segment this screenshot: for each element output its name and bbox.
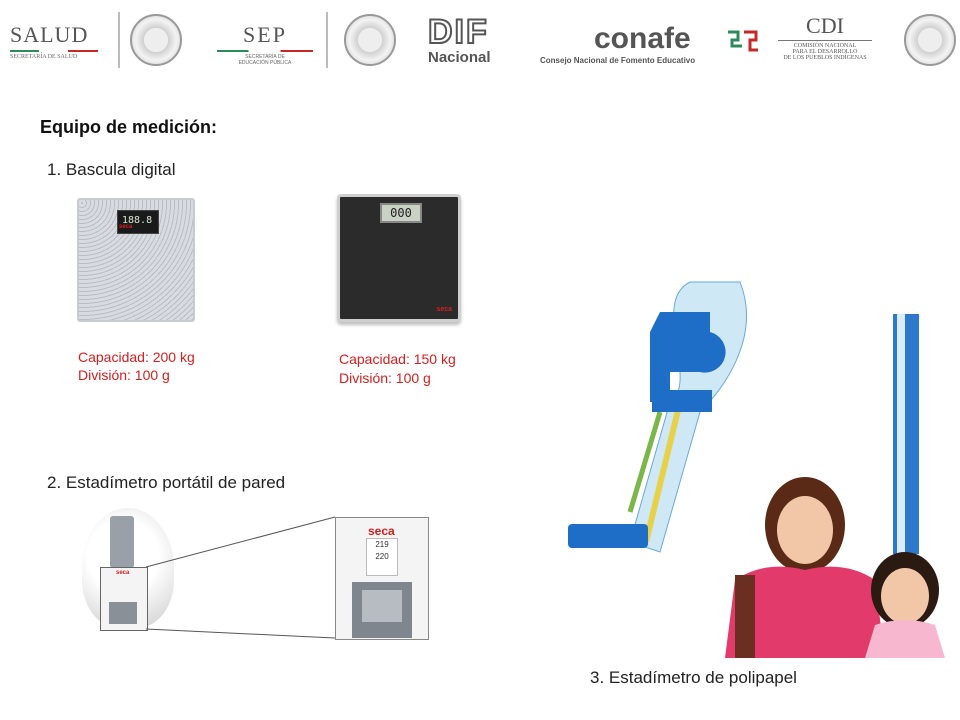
scale-display-value: 188.8 bbox=[122, 215, 153, 226]
sep-logo-stripe bbox=[217, 50, 313, 52]
stadiometer-headpiece bbox=[352, 582, 412, 638]
salud-logo-stripe bbox=[10, 50, 98, 52]
section-heading-1: 1. Bascula digital bbox=[47, 160, 176, 179]
digital-scale-black: 000 seca bbox=[337, 194, 461, 322]
cdi-logo: CDI COMISIÓN NACIONAL PARA EL DESARROLLO… bbox=[778, 14, 872, 70]
stadiometer-zoom-frame: seca bbox=[100, 567, 148, 631]
dif-logo: DIF Nacional bbox=[427, 13, 508, 70]
salud-logo-name: SALUD bbox=[10, 22, 89, 47]
sep-logo-sub2: EDUCACIÓN PÚBLICA bbox=[238, 60, 292, 66]
cdi-logo-sub3: DE LOS PUEBLOS INDÍGENAS bbox=[783, 55, 867, 61]
kids-photo bbox=[725, 230, 953, 658]
stadiometer-detail: seca 219 220 bbox=[335, 517, 429, 640]
cdi-mark-icon bbox=[726, 28, 760, 54]
cdi-logo-name: CDI bbox=[806, 13, 844, 38]
sep-logo: SEP SECRETARÍA DE EDUCACIÓN PÚBLICA bbox=[215, 22, 315, 68]
scale1-division: División: 100 g bbox=[78, 367, 170, 383]
scale-display: 188.8 bbox=[117, 210, 159, 234]
conafe-logo-sub: Consejo Nacional de Fomento Educativo bbox=[540, 56, 696, 65]
salud-logo-sub: SECRETARÍA DE SALUD bbox=[10, 54, 78, 60]
scale-display: 000 bbox=[380, 203, 422, 223]
sep-logo-name: SEP bbox=[243, 22, 287, 47]
conafe-logo: conafe Consejo Nacional de Fomento Educa… bbox=[540, 24, 700, 70]
cdi-logo-sub2: PARA EL DESARROLLO bbox=[792, 49, 858, 55]
stadiometer-tick-b: 220 bbox=[375, 552, 389, 561]
stadiometer-headpiece-inner bbox=[362, 590, 402, 622]
seal-icon bbox=[344, 14, 396, 66]
digital-scale-gray: 188.8 seca bbox=[77, 198, 195, 322]
scale2-division: División: 100 g bbox=[339, 370, 431, 386]
section-heading-3: 3. Estadímetro de polipapel bbox=[590, 668, 797, 687]
stadiometer-body bbox=[110, 516, 134, 568]
header-divider-2 bbox=[326, 12, 328, 68]
scale-display-value: 000 bbox=[390, 206, 412, 220]
stadiometer-brand: seca bbox=[368, 524, 395, 538]
scale1-capacity: Capacidad: 200 kg bbox=[78, 349, 195, 365]
seal-icon bbox=[904, 14, 956, 66]
stadiometer-tick-a: 219 bbox=[375, 540, 389, 549]
stadiometer-head-small bbox=[109, 602, 137, 624]
polipapel-tape-illustration bbox=[560, 262, 780, 562]
salud-logo: SALUD SECRETARÍA DE SALUD bbox=[10, 22, 105, 66]
stadiometer-window: 219 220 bbox=[366, 538, 398, 576]
conafe-logo-name: conafe bbox=[594, 22, 691, 55]
scale-brand: seca bbox=[119, 224, 133, 230]
dif-logo-name: DIF bbox=[427, 13, 489, 51]
section-heading-2: 2. Estadímetro portátil de pared bbox=[47, 473, 286, 492]
header-divider-1 bbox=[118, 12, 120, 68]
page-title: Equipo de medición: bbox=[40, 117, 218, 137]
dif-logo-sub: Nacional bbox=[428, 49, 491, 66]
sep-logo-sub1: SECRETARÍA DE bbox=[245, 54, 285, 60]
cdi-logo-sub1: COMISIÓN NACIONAL bbox=[793, 43, 857, 49]
scale2-capacity: Capacidad: 150 kg bbox=[339, 351, 456, 367]
cdi-logo-rule bbox=[778, 40, 872, 41]
stadiometer-wall-unit bbox=[82, 508, 174, 628]
seal-icon bbox=[130, 14, 182, 66]
stadiometer-brand-small: seca bbox=[116, 570, 130, 576]
scale-brand: seca bbox=[436, 306, 452, 313]
